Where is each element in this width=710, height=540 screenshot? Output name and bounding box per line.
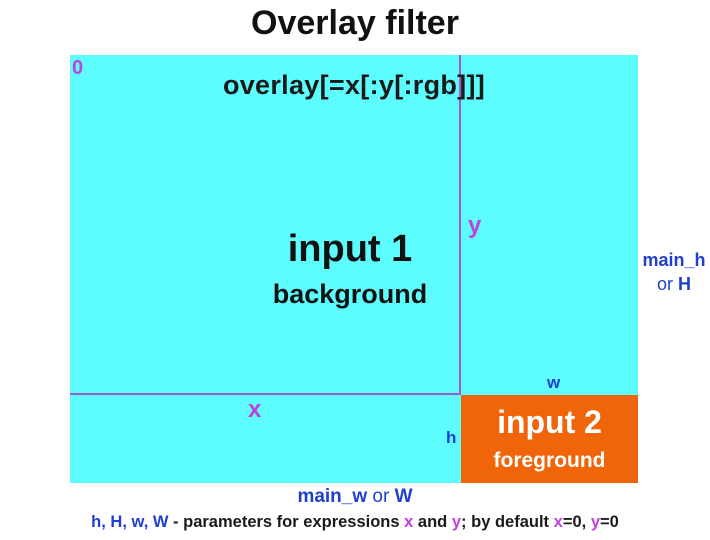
footer-and: and [413,513,452,531]
main-height-name: main_h [642,250,706,270]
footer-params: h, H, w, W [91,513,169,531]
footer-text-2: ; by default [461,513,554,531]
main-width-name: main_w [297,486,368,507]
filter-syntax: overlay[=x[:y[:rgb]]] [222,70,486,100]
main-width-label: main_w or W [0,486,710,508]
footer-eq-1: =0, [562,513,591,531]
footer-x: x [404,513,414,531]
input2-subtitle: foreground [493,449,606,472]
main-width-or: or [372,486,390,507]
main-height-alias: H [678,274,692,294]
overlay-height-label: h [446,428,457,447]
origin-label: 0 [72,57,84,79]
footer-note: h, H, w, W - parameters for expressions … [0,513,710,532]
input1-title: input 1 [287,228,413,270]
main-height-or: or [656,274,673,294]
input2-title: input 2 [497,404,602,440]
x-offset-line [70,393,461,395]
foreground-input-region [461,395,638,483]
main-height-alias-line: or H [636,272,710,296]
x-offset-label: x [248,396,262,423]
y-offset-line [459,55,461,395]
input1-subtitle: background [272,279,428,309]
footer-y-default: y [590,513,600,531]
footer-x-default: x [553,513,563,531]
overlay-width-label: w [547,373,561,392]
diagram-title: Overlay filter [251,4,459,42]
main-width-alias: W [394,486,413,507]
footer-y: y [451,513,462,531]
main-height-label: main_h or H [636,248,710,296]
y-offset-label: y [468,212,482,239]
footer-text-1: - parameters for expressions [168,513,405,531]
footer-eq-2: =0 [600,513,619,531]
